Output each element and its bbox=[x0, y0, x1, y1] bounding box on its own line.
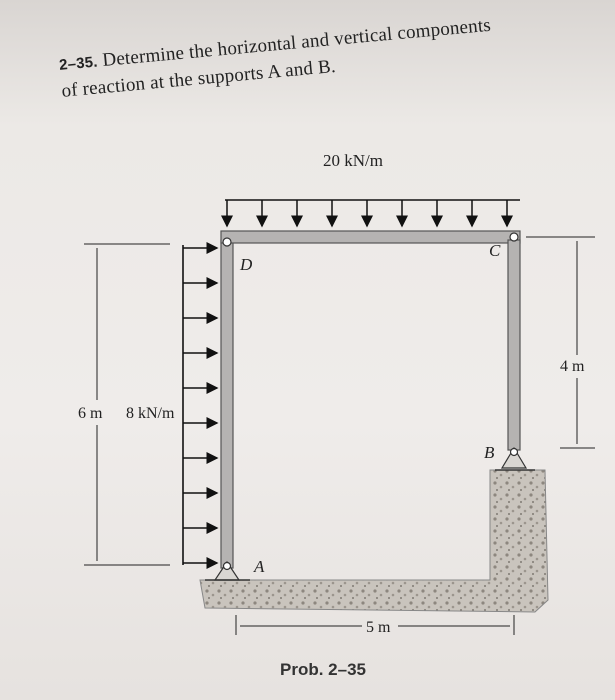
span-label: 5 m bbox=[366, 619, 391, 636]
ground bbox=[199, 469, 549, 613]
figure-caption: Prob. 2–35 bbox=[280, 660, 366, 679]
side-load-label: 8 kN/m bbox=[126, 405, 175, 422]
right-height-label: 4 m bbox=[560, 358, 585, 375]
pin-D bbox=[222, 237, 232, 247]
member-AD bbox=[220, 239, 234, 569]
point-D-label: D bbox=[239, 255, 253, 274]
top-load-arrows bbox=[221, 200, 513, 228]
support-A bbox=[205, 560, 250, 581]
bottom-dimension bbox=[235, 615, 515, 635]
point-A-label: A bbox=[253, 557, 265, 576]
member-CB bbox=[507, 239, 521, 451]
point-C-label: C bbox=[489, 241, 501, 260]
member-DC bbox=[220, 230, 521, 244]
point-B-label: B bbox=[484, 443, 495, 462]
left-dimension bbox=[84, 243, 170, 566]
side-load-arrows bbox=[183, 242, 219, 569]
left-height-label: 6 m bbox=[78, 405, 103, 422]
top-load-label: 20 kN/m bbox=[323, 151, 383, 170]
support-B bbox=[495, 446, 535, 471]
right-dimension bbox=[526, 236, 595, 449]
pin-C bbox=[509, 232, 519, 242]
